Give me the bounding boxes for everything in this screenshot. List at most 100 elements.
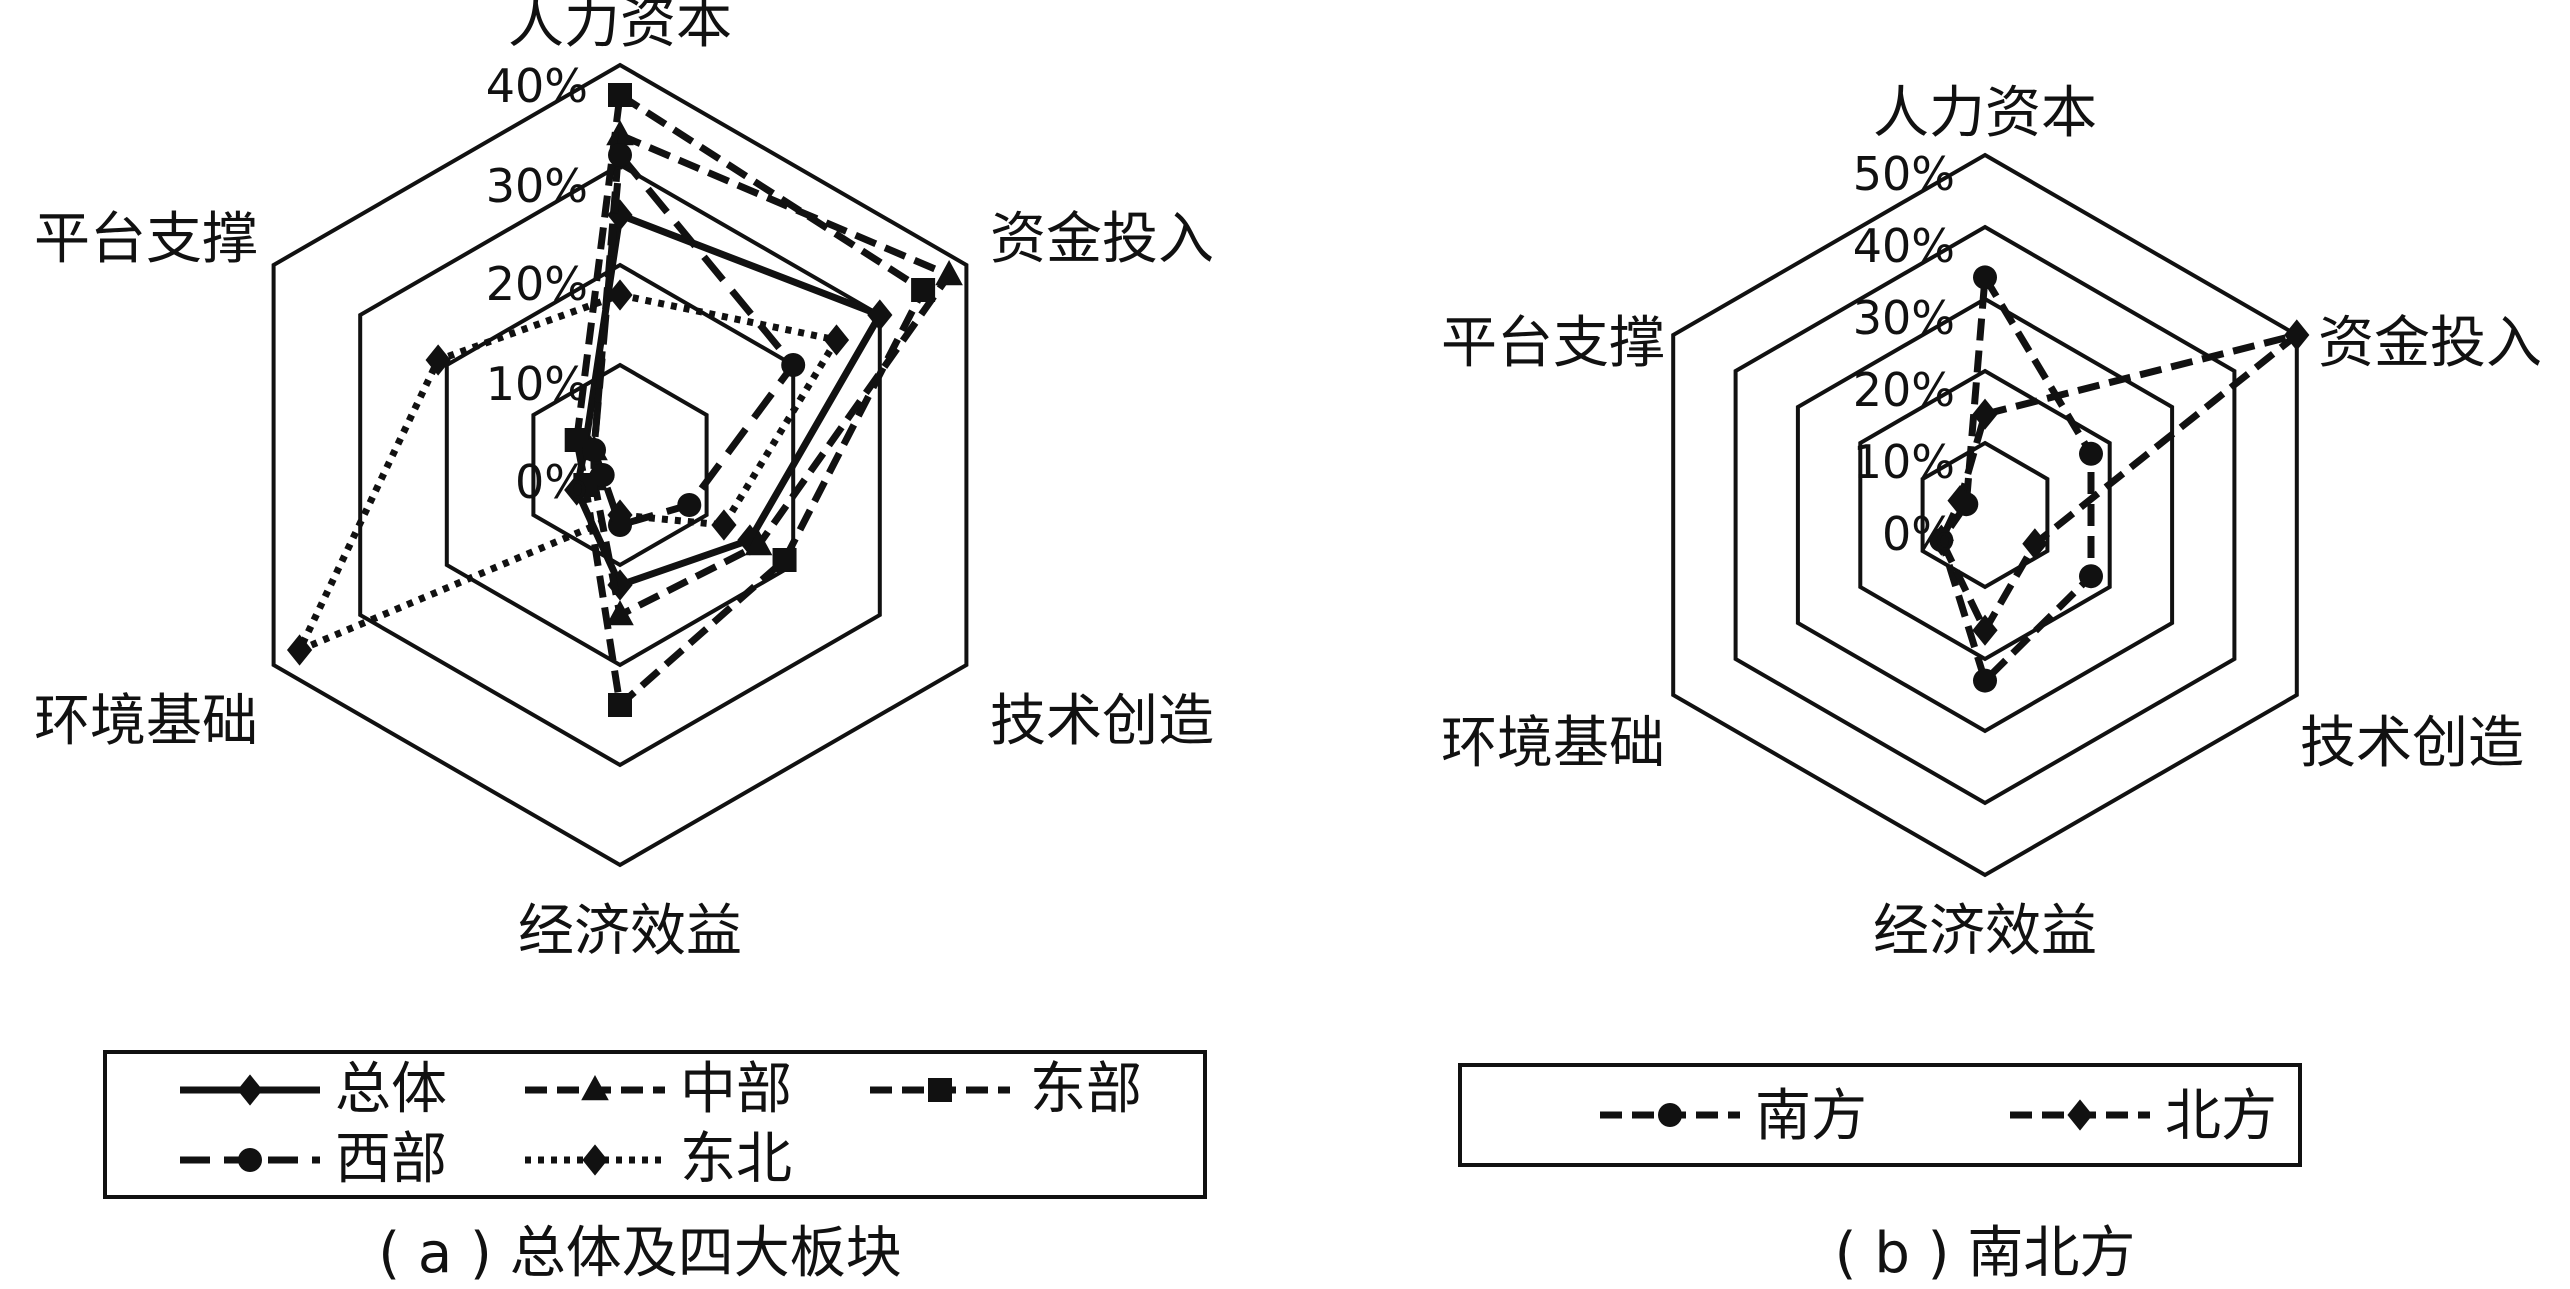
series-line <box>1937 273 2095 685</box>
series-point <box>823 324 850 356</box>
radar-grid <box>1671 152 2299 878</box>
series-line <box>590 131 953 619</box>
tick-label-20: 20% <box>486 257 588 311</box>
grid-ring <box>1795 296 2175 734</box>
grid-ring <box>358 162 882 768</box>
legend-swatch <box>180 1074 320 1106</box>
grid-ring <box>1733 224 2237 806</box>
axis-label-capital-input: 资金投入 <box>990 207 1214 272</box>
series-point <box>781 353 806 377</box>
axis-label-economic-benefit: 经济效益 <box>1873 899 2097 964</box>
axis-label-platform-support: 平台支撑 <box>1441 311 1665 376</box>
legend-swatch <box>870 1078 1010 1102</box>
radar-panel-b: 人力资本 资金投入 技术创造 经济效益 环境基础 平台支撑 0% 10% 20%… <box>1441 81 2542 1286</box>
legend-swatch-marker <box>928 1078 952 1102</box>
series-point <box>425 344 451 376</box>
tick-label-0: 0% <box>1882 507 1955 561</box>
grid-ring <box>271 62 969 868</box>
legend-swatch <box>525 1144 665 1176</box>
radar-series-group <box>286 83 963 717</box>
series-point <box>711 509 737 541</box>
legend-label-west: 西部 <box>335 1127 447 1192</box>
series-point <box>1972 398 1998 430</box>
axis-label-tech-creation: 技术创造 <box>990 689 1214 754</box>
legend-swatch-marker <box>2067 1099 2093 1131</box>
tick-label-10: 10% <box>1853 435 1955 489</box>
legend-swatch <box>525 1075 665 1101</box>
series-point <box>2022 528 2048 560</box>
grid-ring <box>1920 440 2050 590</box>
axis-label-environment-base: 环境基础 <box>34 689 258 754</box>
axis-label-human-capital: 人力资本 <box>508 0 732 56</box>
series-point <box>1928 524 1954 556</box>
legend-swatch <box>2010 1099 2150 1131</box>
series-point <box>2079 441 2104 466</box>
tick-label-20: 20% <box>1853 363 1955 417</box>
legend-label-east: 东部 <box>1030 1057 1142 1122</box>
legend-label-south: 南方 <box>1755 1084 1867 1149</box>
legend: 总体 中部 东部 西部 东北 <box>103 1050 1207 1199</box>
axis-label-human-capital: 人力资本 <box>1873 81 2097 146</box>
series-point <box>608 693 632 717</box>
series-point <box>744 530 773 556</box>
series-point <box>606 120 634 146</box>
panel-caption: ( a ) 总体及四大板块 <box>378 1221 901 1286</box>
legend-swatch <box>180 1148 320 1172</box>
series-point <box>867 299 893 331</box>
tick-label-30: 30% <box>1853 291 1955 345</box>
legend-swatch-marker <box>237 1074 263 1106</box>
series-point <box>606 600 634 626</box>
series-4 <box>286 279 850 666</box>
series-point <box>2079 564 2104 589</box>
series-point <box>2284 319 2310 351</box>
series-0 <box>1929 265 2104 693</box>
tick-label-0: 0% <box>515 455 588 509</box>
series-2 <box>564 83 936 717</box>
grid-ring <box>1671 152 2299 878</box>
legend-label-overall: 总体 <box>335 1057 447 1122</box>
legend-swatches <box>180 1074 1010 1176</box>
series-point <box>1947 485 1973 517</box>
tick-label-30: 30% <box>486 159 588 213</box>
series-point <box>1972 614 1998 646</box>
legend-label-north: 北方 <box>2165 1084 2277 1149</box>
tick-label-10: 10% <box>486 357 588 411</box>
legend-label-northeast: 东北 <box>680 1127 792 1192</box>
tick-label-40: 40% <box>486 59 588 113</box>
legend-swatch-marker <box>581 1075 609 1101</box>
legend-box <box>103 1050 1207 1199</box>
legend-swatch-marker <box>582 1144 608 1176</box>
radar-series-group <box>1928 265 2310 693</box>
tick-label-50: 50% <box>1853 147 1955 201</box>
series-point <box>286 634 313 666</box>
legend: 南方 北方 <box>1458 1063 2302 1167</box>
series-point <box>772 548 797 572</box>
grid-ring <box>1858 368 2112 662</box>
series-point <box>590 463 615 487</box>
legend-swatch-marker <box>1658 1103 1682 1127</box>
series-point <box>935 260 963 286</box>
legend-box <box>1458 1063 2302 1167</box>
series-point <box>607 499 633 531</box>
axis-label-platform-support: 平台支撑 <box>34 207 258 272</box>
axis-label-environment-base: 环境基础 <box>1441 711 1665 776</box>
series-point <box>911 278 936 302</box>
series-line <box>1937 331 2301 634</box>
legend-swatch <box>1600 1103 1740 1127</box>
series-point <box>1973 668 1997 693</box>
series-0 <box>564 199 893 601</box>
legend-label-central: 中部 <box>680 1057 792 1122</box>
grid-ring <box>531 362 709 568</box>
panel-caption: ( b ) 南北方 <box>1835 1221 2136 1286</box>
axis-label-economic-benefit: 经济效益 <box>518 899 742 964</box>
series-point <box>607 279 633 311</box>
series-point <box>582 438 607 462</box>
axis-label-capital-input: 资金投入 <box>2318 311 2542 376</box>
radar-panel-a: 人力资本 资金投入 技术创造 经济效益 环境基础 平台支撑 0% 10% 20%… <box>34 0 1214 1286</box>
axis-label-tech-creation: 技术创造 <box>2300 711 2524 776</box>
series-point <box>1973 265 1997 290</box>
series-point <box>608 83 632 107</box>
series-point <box>608 143 632 167</box>
legend-swatches <box>1600 1099 2150 1131</box>
